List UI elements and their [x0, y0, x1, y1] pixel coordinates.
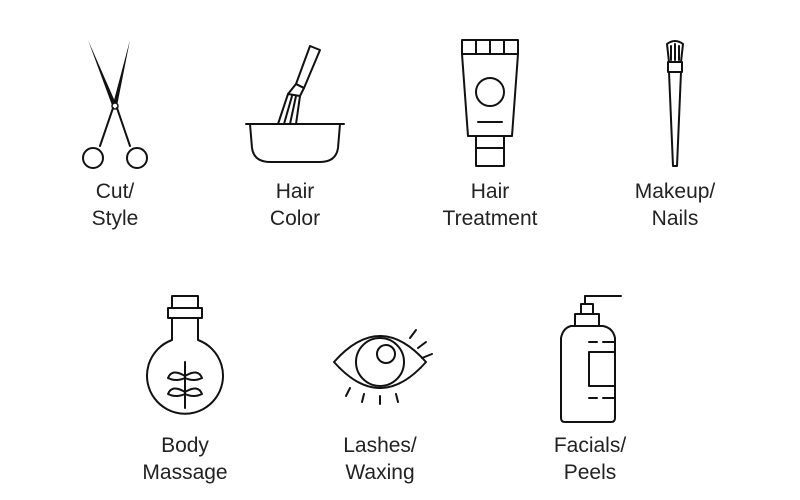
- service-label: Body Massage: [142, 434, 228, 484]
- service-hair-treatment[interactable]: Hair Treatment: [410, 36, 570, 232]
- service-cut-style[interactable]: Cut/ Style: [35, 36, 195, 232]
- cream-tube-icon: [461, 39, 519, 167]
- service-label: Lashes/ Waxing: [343, 434, 417, 484]
- service-label: Hair Treatment: [442, 180, 538, 230]
- service-facials-peels[interactable]: Facials/ Peels: [510, 290, 670, 486]
- service-hair-color[interactable]: Hair Color: [215, 36, 375, 232]
- service-label: Cut/ Style: [91, 180, 139, 230]
- pump-bottle-icon: [560, 295, 622, 423]
- service-body-massage[interactable]: Body Massage: [105, 290, 265, 486]
- service-lashes-waxing[interactable]: Lashes/ Waxing: [300, 290, 460, 486]
- service-label: Facials/ Peels: [553, 434, 627, 484]
- hair-dye-bowl-brush-icon: [245, 45, 345, 163]
- makeup-brush-icon: [666, 40, 684, 167]
- eye-lashes-icon: [333, 329, 433, 405]
- service-label: Hair Color: [269, 180, 321, 230]
- oil-bottle-icon: [146, 295, 224, 415]
- service-makeup-nails[interactable]: Makeup/ Nails: [595, 36, 755, 232]
- service-label: Makeup/ Nails: [634, 180, 716, 230]
- scissors-icon: [82, 40, 148, 169]
